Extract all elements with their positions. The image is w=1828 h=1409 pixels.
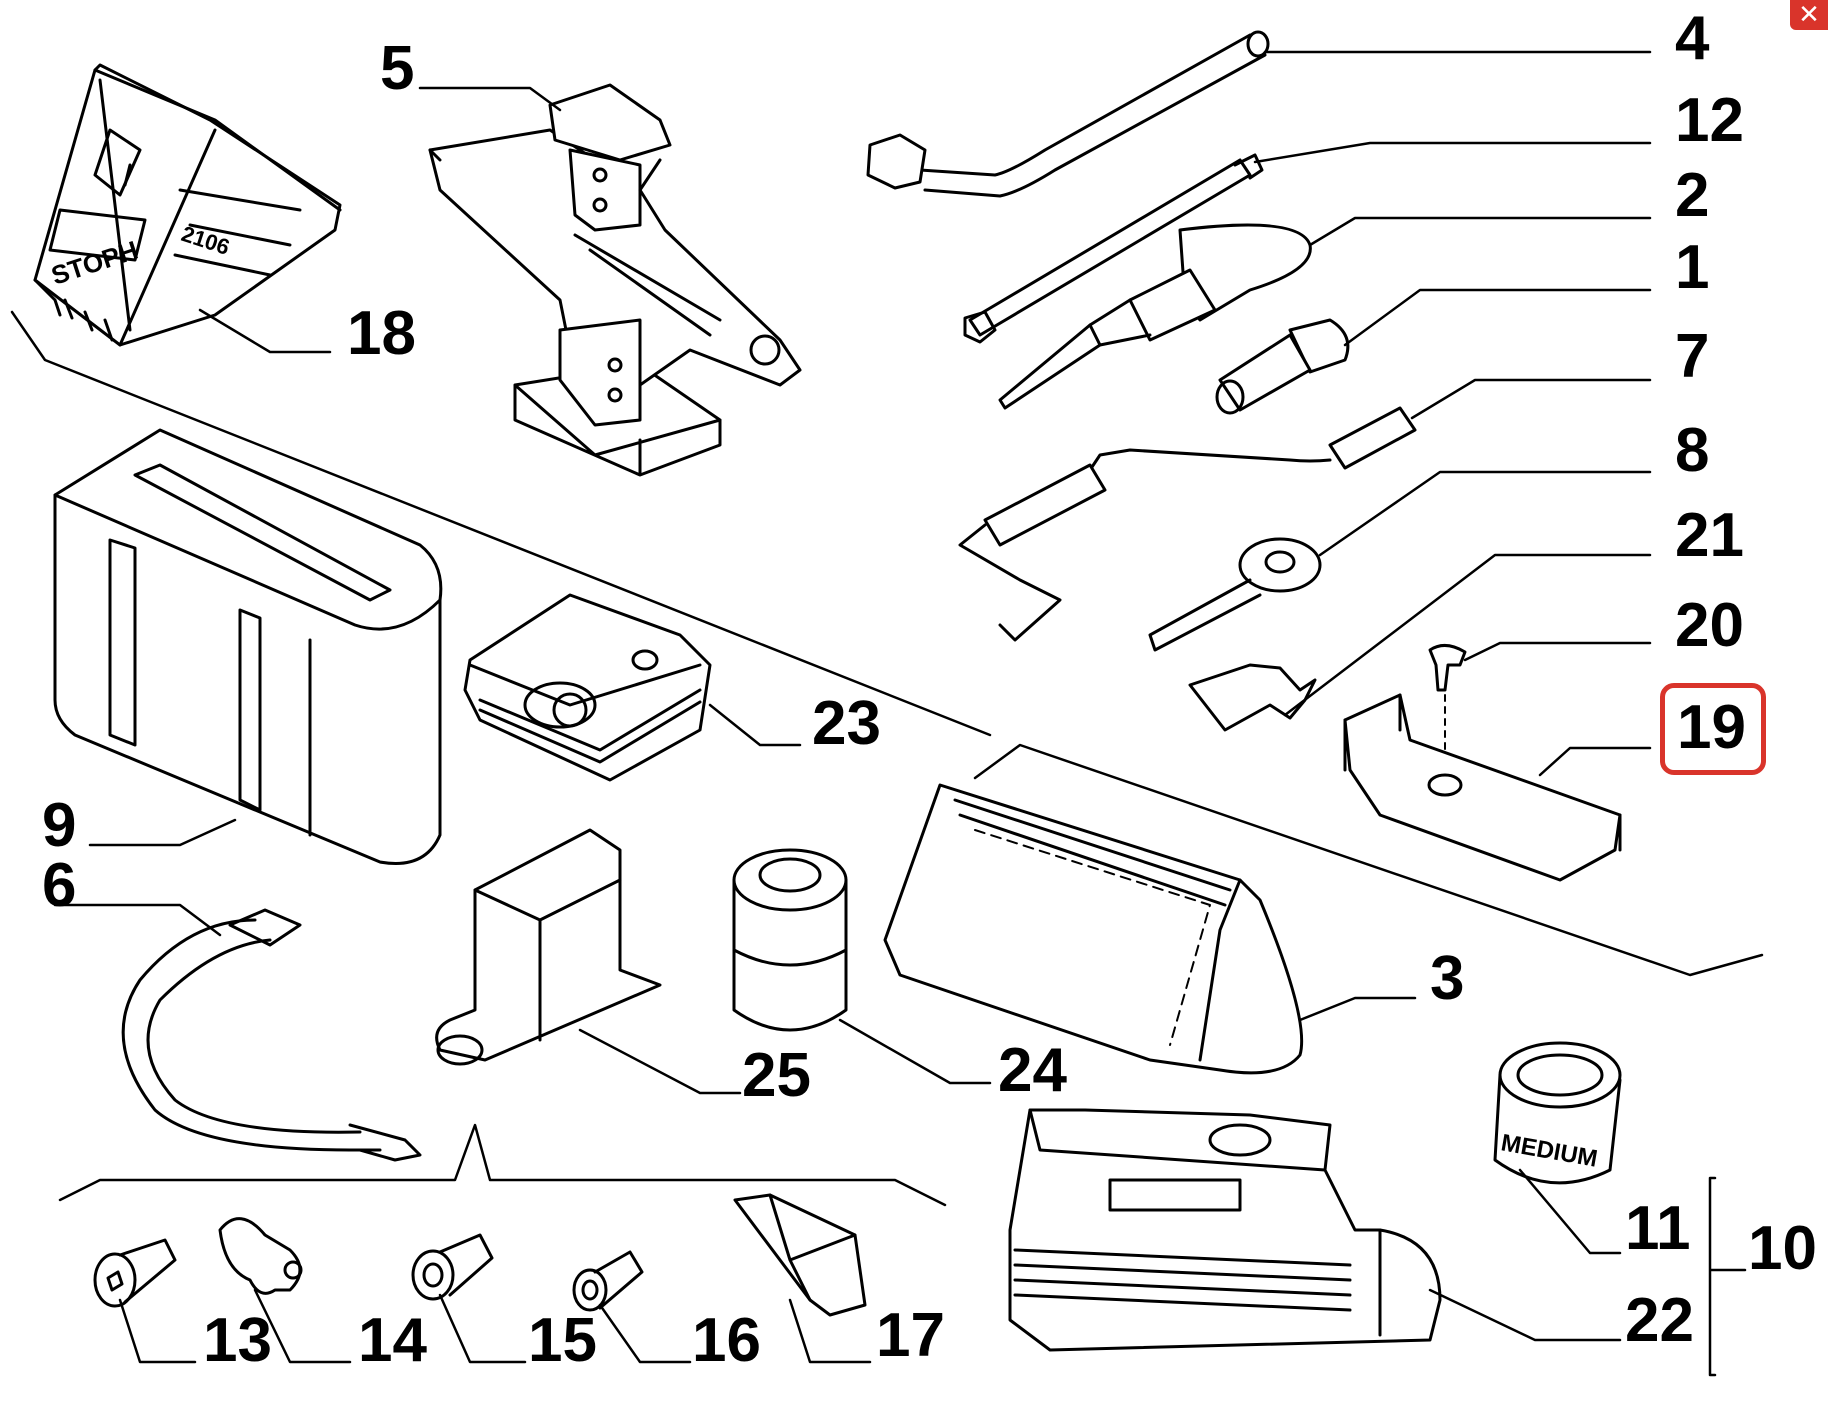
part-6-strap — [121, 908, 422, 1162]
part-13-bolt — [93, 1238, 177, 1308]
part-25-mounting-bracket — [435, 828, 662, 1066]
cartridge-medium-label: MEDIUM — [1499, 1129, 1600, 1172]
part-24-sealant-can — [732, 848, 848, 1032]
callout-6[interactable]: 6 — [42, 851, 77, 920]
part-4-wheel-wrench — [866, 30, 1270, 198]
callout-9[interactable]: 9 — [42, 791, 77, 860]
callout-11[interactable]: 11 — [1625, 1194, 1691, 1263]
callout-8[interactable]: 8 — [1675, 416, 1710, 485]
part-5-scissor-jack — [428, 83, 802, 477]
callout-1[interactable]: 1 — [1675, 233, 1710, 302]
callout-12[interactable]: 12 — [1675, 86, 1744, 155]
callout-22[interactable]: 22 — [1625, 1286, 1694, 1355]
part-11-sealant-cartridge: MEDIUM — [1493, 1041, 1622, 1185]
part-3-warning-triangle — [883, 783, 1304, 1075]
callout-18[interactable]: 18 — [347, 299, 416, 368]
part-8-tow-eye — [1148, 537, 1322, 652]
callout-16[interactable]: 16 — [692, 1306, 761, 1375]
part-18-wheel-chock: STOPH 2106 — [33, 63, 342, 347]
part-20-screw — [1428, 644, 1467, 761]
section-divider-lines — [10, 310, 1764, 1207]
callout-25[interactable]: 25 — [742, 1041, 811, 1110]
part-21-clip — [1188, 663, 1317, 732]
callout-20[interactable]: 20 — [1675, 591, 1744, 660]
callout-3[interactable]: 3 — [1430, 944, 1465, 1013]
callout-17[interactable]: 17 — [876, 1301, 945, 1370]
part-7-jack-crank — [958, 406, 1417, 642]
callout-23[interactable]: 23 — [812, 689, 881, 758]
part-14-grommet — [218, 1217, 303, 1295]
part-23-compressor — [463, 593, 712, 782]
callout-5[interactable]: 5 — [380, 34, 415, 103]
part-15-nut — [411, 1233, 494, 1301]
close-icon: ✕ — [1798, 0, 1820, 30]
callout-4[interactable]: 4 — [1675, 4, 1710, 73]
part-1-socket — [1215, 318, 1350, 415]
part-22-compressor-unit — [1008, 1108, 1442, 1352]
callout-19[interactable]: 19 — [1677, 693, 1746, 762]
callout-2[interactable]: 2 — [1675, 161, 1710, 230]
callout-14[interactable]: 14 — [358, 1306, 427, 1375]
callout-15[interactable]: 15 — [528, 1306, 597, 1375]
close-button[interactable]: ✕ — [1790, 0, 1828, 30]
part-16-spacer — [572, 1250, 644, 1312]
part-9-storage-bag — [53, 428, 443, 865]
callout-13[interactable]: 13 — [203, 1306, 272, 1375]
highlighted-part-marker — [1660, 683, 1766, 775]
callout-21[interactable]: 21 — [1675, 501, 1744, 570]
callout-7[interactable]: 7 — [1675, 322, 1710, 391]
callout-24[interactable]: 24 — [998, 1036, 1067, 1105]
part-19-bracket — [1343, 693, 1622, 882]
leader-lines — [53, 50, 1747, 1377]
part-17-clamp — [733, 1193, 867, 1317]
callout-10[interactable]: 10 — [1748, 1214, 1817, 1283]
